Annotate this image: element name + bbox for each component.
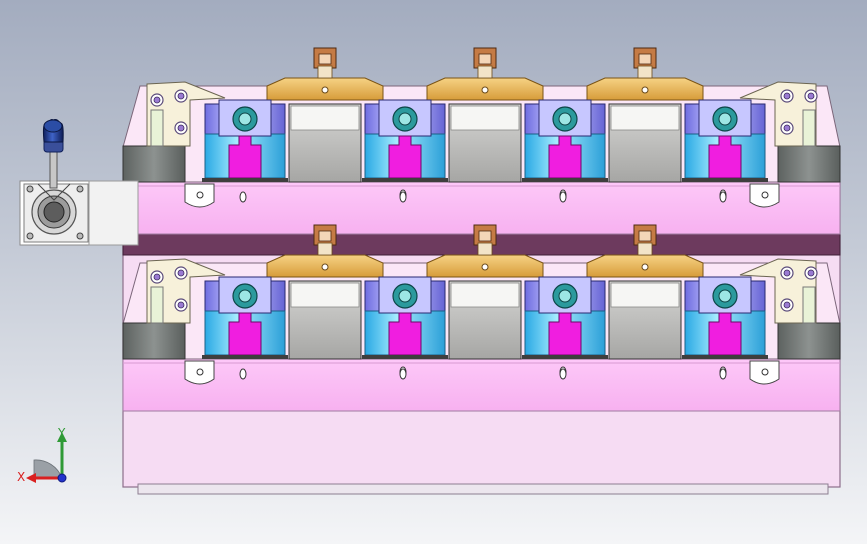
y-axis-label: Y — [58, 426, 66, 440]
manual-valve-handle-icon[interactable] — [19, 119, 139, 246]
support-pin-right — [802, 286, 816, 324]
clamp-bracket-right — [739, 81, 817, 147]
support-pin-left — [150, 109, 164, 147]
side-block-right — [777, 322, 841, 360]
fixture-row-bottom — [122, 224, 841, 412]
base-plate — [122, 358, 841, 412]
x-axis-label: X — [17, 470, 26, 484]
fixture-row-top — [122, 47, 841, 235]
clamp-bracket-left — [146, 81, 226, 147]
clamp-bracket-left — [146, 258, 226, 324]
clamp-bracket-right — [739, 258, 817, 324]
base-plate-bottom-edge — [137, 483, 829, 495]
coordinate-triad-icon — [26, 432, 67, 483]
side-block-left — [122, 322, 186, 360]
side-block-left — [122, 145, 186, 183]
support-pin-right — [802, 109, 816, 147]
support-pin-left — [150, 286, 164, 324]
side-block-right — [777, 145, 841, 183]
